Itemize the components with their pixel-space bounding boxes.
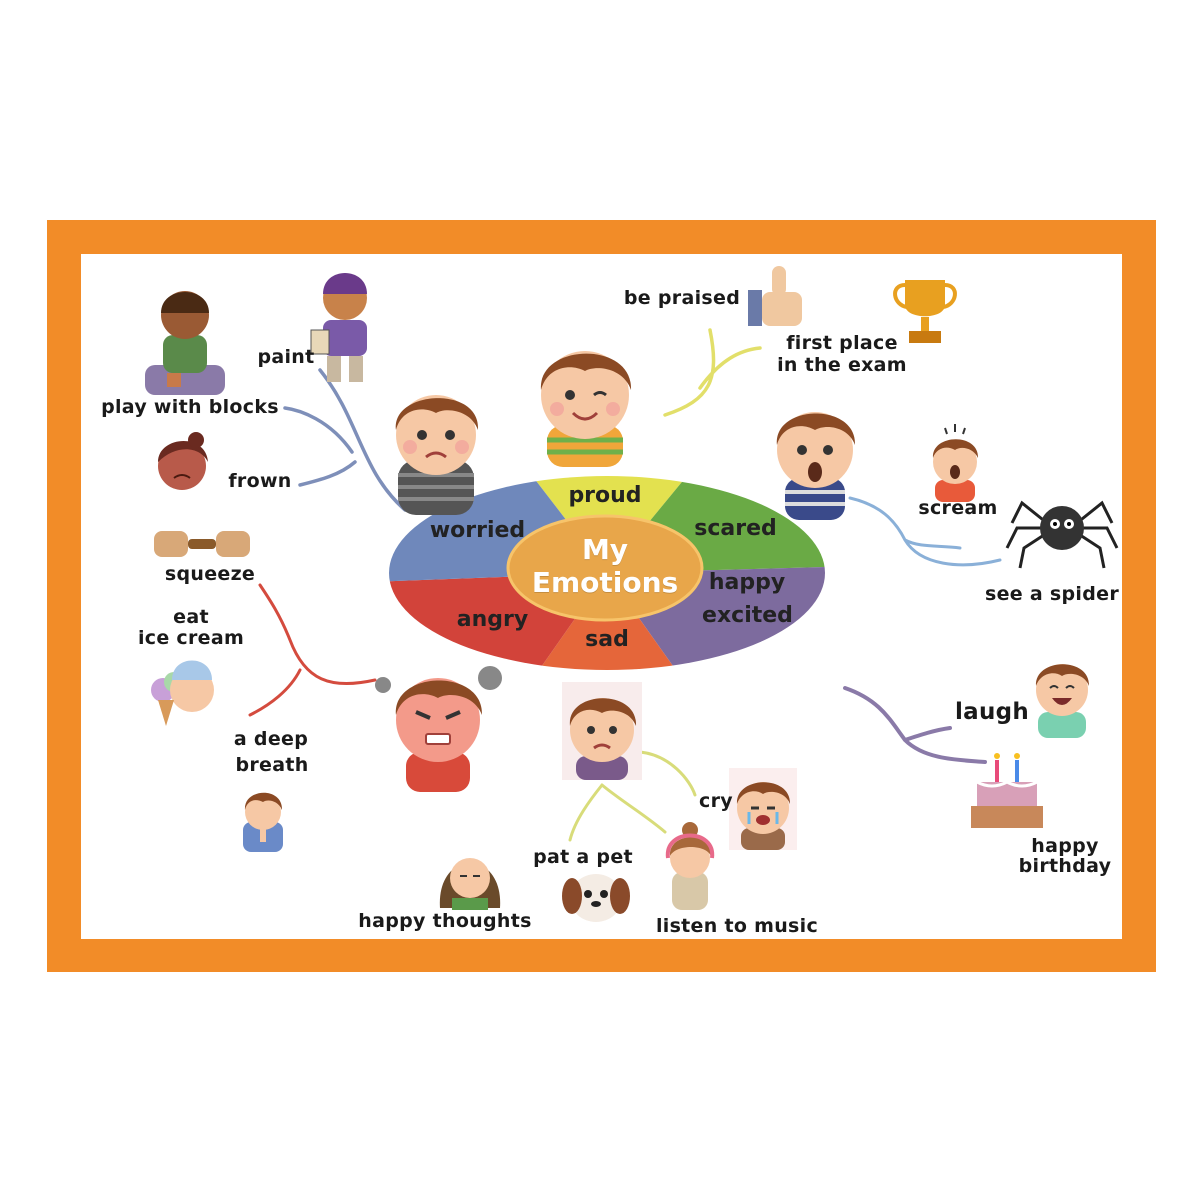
- emotion-label-worried: worried: [429, 518, 526, 543]
- label-laugh: laugh: [954, 699, 1030, 725]
- worried-boy-illustration: [395, 395, 479, 515]
- emotion-label-happy: happy: [708, 570, 786, 595]
- label-birthday: birthday: [1018, 855, 1112, 877]
- label-see-a-spider: see a spider: [984, 583, 1119, 605]
- happy-thoughts-illustration: [439, 858, 501, 910]
- segment-sad: [525, 573, 690, 670]
- ice-cream-illustration: [151, 660, 214, 726]
- squeeze-illustration: [154, 531, 250, 557]
- angry-boy-illustration: [375, 666, 502, 792]
- branch-lines: [248, 328, 1002, 842]
- label-paint: paint: [257, 346, 315, 368]
- label-pat-a-pet: pat a pet: [533, 846, 633, 868]
- frown-illustration: [158, 432, 208, 490]
- label-cry: cry: [699, 790, 733, 812]
- branch-angry: [248, 583, 377, 717]
- spider-illustration: [1005, 500, 1119, 569]
- label-listen-to-music: listen to music: [655, 915, 819, 937]
- scream-boy-illustration: [932, 424, 979, 502]
- label-happy: happy: [1031, 835, 1099, 857]
- center-hub: [506, 514, 704, 622]
- branch-excited: [843, 686, 987, 764]
- music-girl-illustration: [665, 822, 715, 910]
- thumbs-up-illustration: [748, 266, 802, 326]
- emotion-label-proud: proud: [568, 483, 642, 508]
- title-line-2: Emotions: [531, 566, 679, 599]
- label-first-place-1: first place: [786, 332, 898, 354]
- title-line-1: My: [581, 533, 629, 566]
- pet-dog-illustration: [562, 874, 630, 922]
- label-be-praised: be praised: [623, 287, 741, 309]
- label-a-deep: a deep: [233, 728, 309, 750]
- label-frown: frown: [228, 470, 292, 492]
- branch-sad: [568, 750, 697, 842]
- label-happy-thoughts: happy thoughts: [358, 910, 532, 932]
- emotion-label-angry: angry: [456, 607, 529, 632]
- scared-boy-illustration: [776, 412, 856, 520]
- laugh-boy-illustration: [1035, 664, 1090, 738]
- proud-boy-illustration: [540, 351, 632, 467]
- branch-proud: [663, 328, 762, 417]
- label-first-place-2: in the exam: [777, 354, 907, 376]
- deep-breath-illustration: [243, 792, 283, 852]
- emotion-label-excited: excited: [702, 603, 793, 628]
- label-breath: breath: [235, 754, 309, 776]
- label-ice-cream: ice cream: [137, 627, 245, 649]
- label-squeeze: squeeze: [164, 563, 256, 585]
- branch-worried: [283, 368, 407, 512]
- birthday-cake-illustration: [971, 753, 1043, 828]
- emotion-label-sad: sad: [585, 627, 629, 652]
- branch-scared: [848, 496, 1002, 567]
- label-scream: scream: [918, 497, 998, 519]
- label-eat: eat: [173, 606, 209, 628]
- play-with-blocks-illustration: [145, 291, 225, 395]
- sad-boy-illustration: [562, 682, 642, 780]
- label-play-with-blocks: play with blocks: [101, 396, 279, 418]
- paint-illustration: [310, 273, 367, 382]
- trophy-illustration: [893, 280, 957, 343]
- emotion-label-scared: scared: [694, 516, 777, 541]
- cry-boy-illustration: [729, 768, 797, 850]
